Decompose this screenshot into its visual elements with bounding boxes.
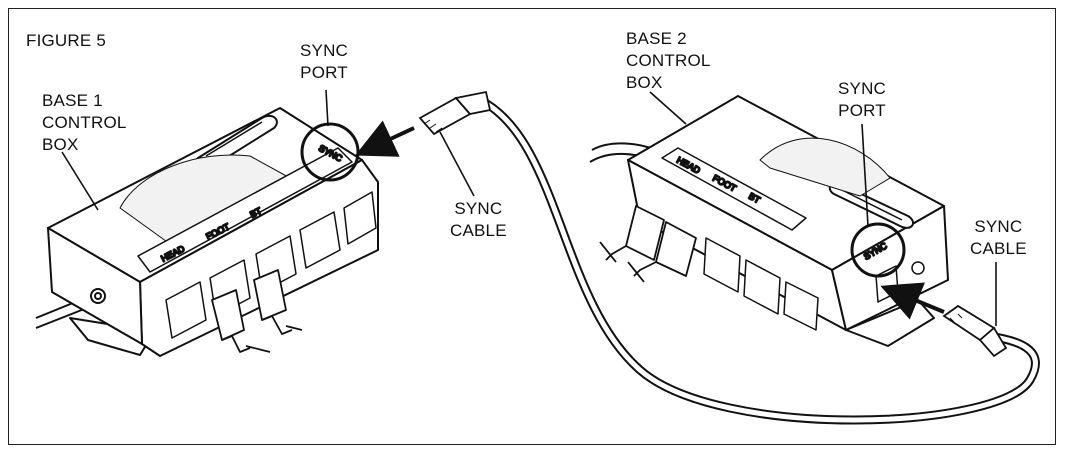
insert-arrow-right [880, 282, 945, 320]
base1-control-box-label: BASE 1 CONTROL BOX [42, 91, 127, 154]
sync-cable-label-left: SYNC CABLE [450, 199, 507, 240]
sync-cable-label-right: SYNC CABLE [970, 217, 1027, 258]
base2-control-box: HEAD FOOT BT SYNC [589, 95, 949, 347]
sync-port-label-right: SYNC PORT [838, 79, 887, 120]
insert-arrow-left [355, 120, 415, 157]
sync-cable-connector-right [942, 304, 1008, 358]
sync-port-callout-right [850, 222, 906, 278]
leader-lines [61, 89, 997, 326]
figure-label: FIGURE 5 [26, 31, 107, 50]
sync-port-label-left: SYNC PORT [300, 41, 349, 82]
base2-control-box-label: BASE 2 CONTROL BOX [626, 29, 711, 92]
sync-cable-connector-left [418, 90, 492, 136]
base1-control-box: HEAD FOOT BT SYNC [35, 107, 379, 357]
sync-cable [475, 95, 1040, 425]
